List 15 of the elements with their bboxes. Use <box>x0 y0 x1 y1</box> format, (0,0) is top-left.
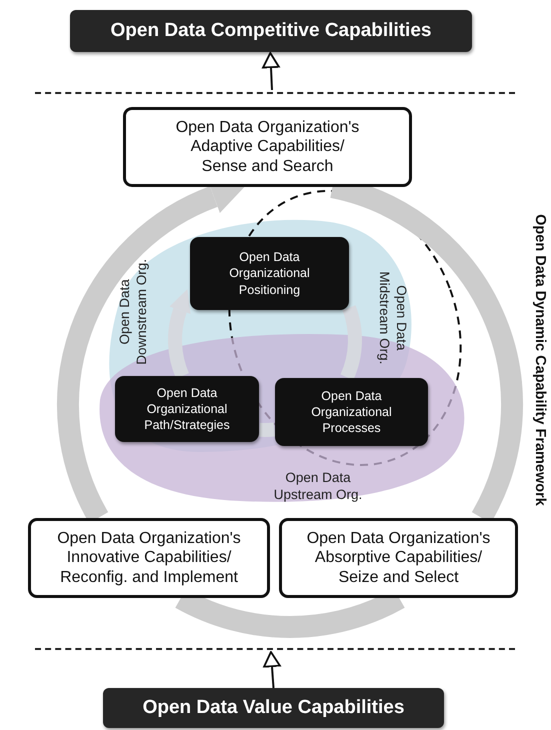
capability-box: Open Data Organization's Adaptive Capabilities/ Sense and Search <box>123 107 412 187</box>
capability-box: Open Data Organization's Absorptive Capabilities/ Seize and Select <box>279 518 518 598</box>
process-box: Open Data Organizational Positioning <box>190 237 349 310</box>
region-label: Open Data Upstream Org. <box>258 470 378 504</box>
process-box: Open Data Organizational Path/Strategies <box>115 376 259 442</box>
process-box: Open Data Organizational Processes <box>275 378 428 446</box>
region-label: Open Data Downstream Org. <box>117 252 151 372</box>
arrow <box>262 52 280 90</box>
capability-box: Open Data Organization's Innovative Capabilities/ Reconfig. and Implement <box>28 518 270 598</box>
cycle-arrow <box>168 288 191 378</box>
framework-label: Open Data Dynamic Capability Framework <box>532 213 548 508</box>
title-box: Open Data Competitive Capabilities <box>70 10 472 52</box>
region-label: Open Data Midstream Org. <box>375 258 409 378</box>
arrow <box>263 651 281 688</box>
title-box: Open Data Value Capabilities <box>103 688 444 728</box>
